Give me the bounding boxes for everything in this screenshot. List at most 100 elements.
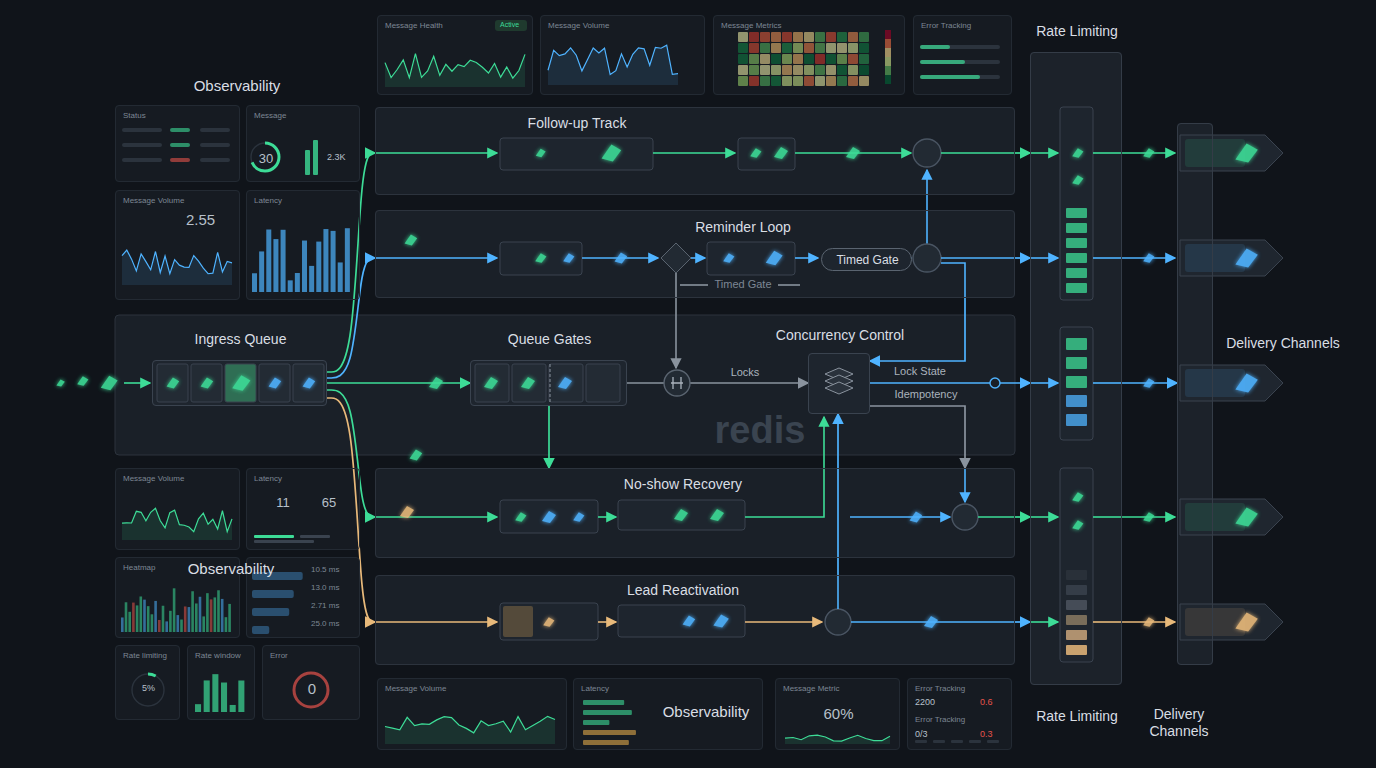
meter-track [933, 740, 945, 743]
heat-cell [749, 54, 759, 64]
message-token [56, 379, 64, 386]
message-token [400, 506, 414, 518]
node-fill [152, 360, 327, 406]
stage-box [707, 242, 795, 275]
message-token [615, 253, 628, 264]
heat-cell [815, 54, 825, 64]
limit-bar [1066, 283, 1087, 293]
message-token [303, 378, 316, 389]
message-token [573, 512, 584, 522]
chart-bar [345, 228, 350, 292]
stage-column: Delivery ChannelsDelivery Channels [1177, 123, 1213, 665]
heat-cell [760, 43, 770, 53]
node-title: Message Volume [123, 474, 184, 484]
dashboard-card: Rate window [187, 645, 255, 720]
heat-cell [782, 43, 792, 53]
heat-cell [738, 76, 748, 86]
flow-line [1030, 152, 1058, 154]
message-token [1143, 148, 1154, 158]
chart-bar [266, 230, 271, 292]
flow-line [375, 516, 497, 518]
meter-track [969, 740, 981, 743]
heat-cell [782, 54, 792, 64]
node-value: 2200 [915, 697, 935, 708]
flow-connector [870, 382, 1030, 384]
node-fill [808, 353, 870, 414]
status-row [200, 158, 230, 162]
node-title: Latency [254, 474, 282, 484]
heat-cell [826, 54, 836, 64]
heat-bar [177, 615, 180, 632]
node-title: Message Metrics [721, 21, 781, 31]
sparkline [385, 716, 555, 733]
flow-connector [327, 153, 375, 372]
node-fill [246, 468, 360, 550]
chart-bar [212, 674, 218, 712]
message-token [269, 378, 282, 389]
flow-line [375, 257, 497, 259]
meter-track [920, 75, 1000, 79]
sparkline [385, 54, 525, 78]
progress-track [300, 535, 330, 538]
junction-circle [913, 244, 941, 272]
message-token [405, 235, 418, 246]
message-token [774, 147, 788, 159]
latency-bar [583, 720, 609, 725]
heat-cell [749, 32, 759, 42]
chart-area [122, 250, 232, 285]
heat-cell [793, 65, 803, 75]
dashboard-card: Message Metric60% [775, 678, 900, 750]
latency-bar [583, 730, 636, 735]
message-token [1143, 512, 1154, 522]
sparkline [548, 45, 678, 74]
heat-cell [826, 76, 836, 86]
message-token [484, 377, 498, 389]
heat-cell [793, 43, 803, 53]
flow-connector [837, 414, 839, 575]
chart-bar [281, 230, 286, 292]
heat-bar [162, 606, 165, 632]
gate-symbol [671, 377, 683, 389]
heat-cell [793, 54, 803, 64]
dashboard-card: Latency [246, 190, 360, 300]
delivery-chevron [1180, 499, 1283, 535]
dashboard-card: Message HealthActive [377, 15, 533, 95]
heat-scale [885, 30, 891, 39]
section-heading: Observability [626, 703, 786, 721]
channel-glow [1185, 139, 1245, 167]
delivery-chevron [1180, 240, 1283, 276]
heat-bar [132, 603, 135, 632]
limit-bar [1066, 630, 1087, 640]
message-token [683, 616, 696, 627]
flow-line [680, 284, 708, 286]
message-token [1072, 148, 1083, 158]
chart-area [385, 54, 525, 87]
chart-bar [331, 231, 336, 292]
heat-bar [128, 612, 131, 632]
dashboard-card: Error Tracking [913, 15, 1012, 95]
delivery-chevron [1180, 365, 1283, 401]
meter-track [951, 740, 963, 743]
node-title: Rate window [195, 651, 241, 661]
meter-fill [920, 75, 980, 79]
message-token [521, 377, 535, 389]
limit-bar [1066, 585, 1087, 595]
message-token [542, 511, 556, 523]
dashboard-card: Message302.3K [246, 105, 360, 182]
node-title: Message Volume [548, 21, 609, 31]
heat-cell [771, 43, 781, 53]
heat-cell [782, 32, 792, 42]
node-fill [115, 468, 240, 550]
node-value: 25.0 ms [311, 619, 339, 629]
latency-bar [583, 700, 624, 705]
flow-connector [1015, 621, 1030, 623]
flow-connector [1122, 382, 1177, 384]
heat-cell [738, 54, 748, 64]
node-fill [187, 645, 255, 720]
heat-bar [165, 621, 168, 632]
chart-bar [238, 680, 244, 712]
node-fill [1030, 52, 1122, 685]
node-value: 0.6 [980, 697, 993, 708]
junction-circle [990, 378, 1000, 388]
